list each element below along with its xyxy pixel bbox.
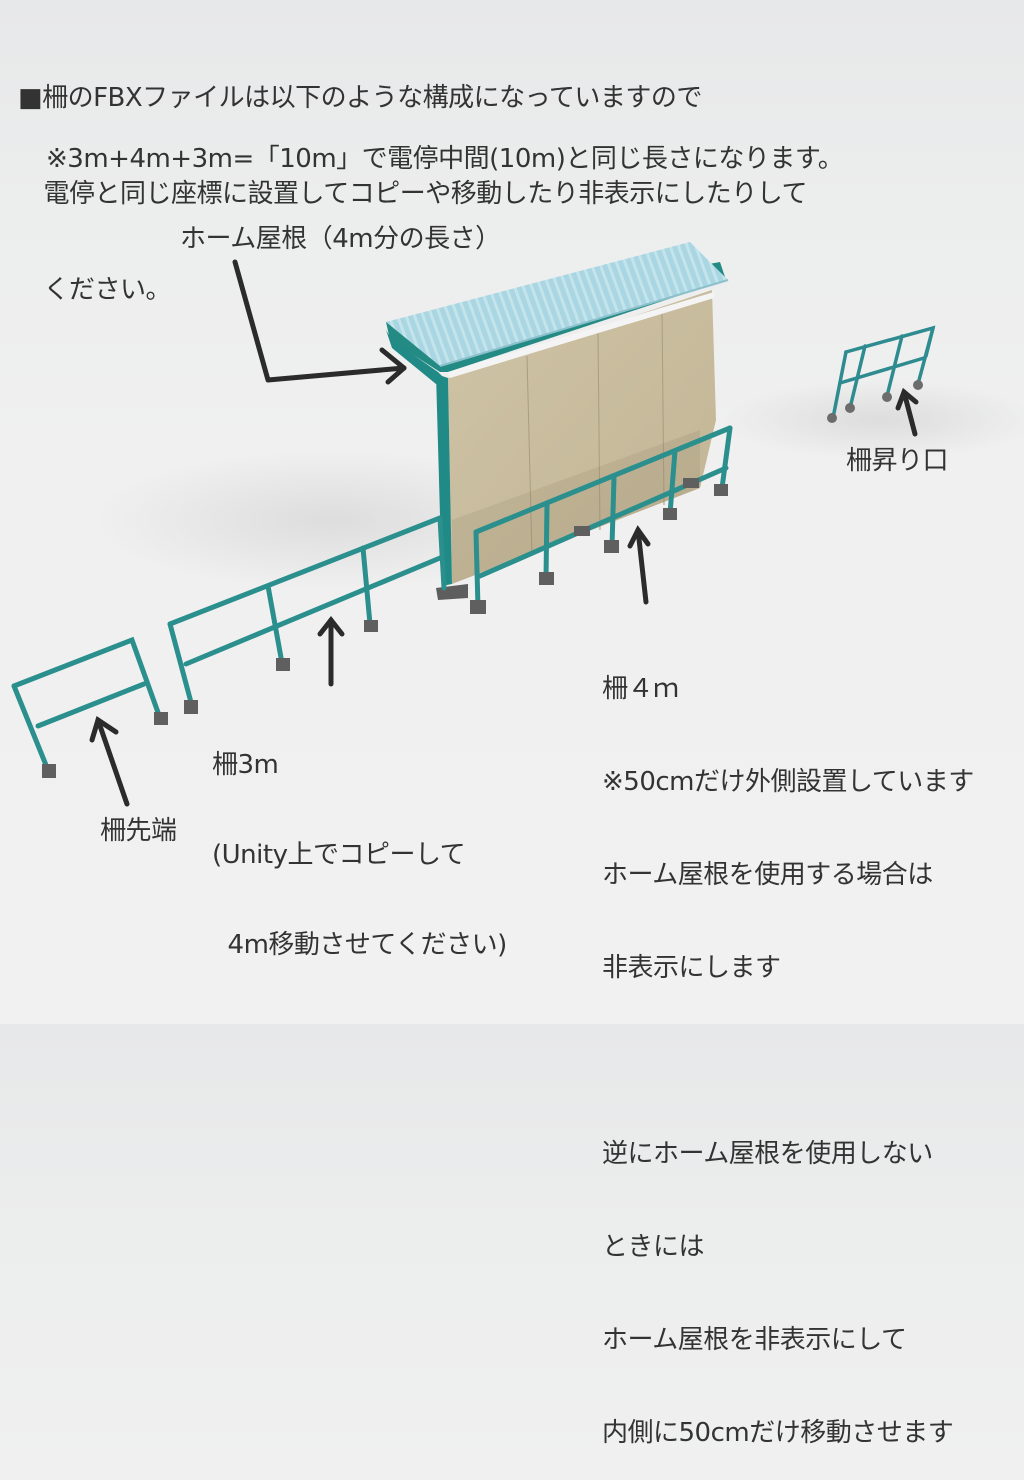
fence4m-line-4: 非表示にします xyxy=(602,953,781,983)
label-roof: ホーム屋根（4m分の長さ） xyxy=(180,224,501,254)
fence4m-line-7: ときには xyxy=(602,1232,705,1262)
fence-end-model xyxy=(11,636,163,773)
arrow-fence4m-icon xyxy=(627,525,651,605)
fence3m-line-1: 柵3m xyxy=(212,750,279,780)
fence4m-line-1: 柵４ｍ xyxy=(602,674,679,704)
platform-roof-model xyxy=(386,242,729,600)
intro-line-1: ■柵のFBXファイルは以下のような構成になっていますので xyxy=(18,83,702,113)
label-stairs: 柵昇り口 xyxy=(846,446,949,476)
scene-illustration xyxy=(11,242,1024,807)
fence-3m-model xyxy=(167,515,447,709)
fence4m-line-3: ホーム屋根を使用する場合は xyxy=(602,860,933,890)
fence-3m-bases xyxy=(184,620,378,714)
label-fence-4m: 柵４ｍ ※50cmだけ外側設置しています ホーム屋根を使用する場合は 非表示にし… xyxy=(602,612,974,1480)
length-note: ※3m+4m+3m=「10m」で電停中間(10m)と同じ長さになります。 xyxy=(46,144,844,174)
arrow-fence3m-icon xyxy=(317,615,345,687)
intro-text: ■柵のFBXファイルは以下のような構成になっていますので 電停と同じ座標に設置し… xyxy=(18,18,807,338)
fence4m-line-5 xyxy=(602,1046,974,1077)
arrow-stairs-icon xyxy=(895,387,919,437)
fence-stairs-bases xyxy=(827,380,923,423)
fence3m-line-3: 4m移動させてください) xyxy=(212,930,508,960)
fence4m-line-8: ホーム屋根を非表示にして xyxy=(602,1325,907,1355)
fence-end-bases xyxy=(42,712,168,778)
label-fence-3m: 柵3m (Unity上でコピーして 4m移動させてください) xyxy=(212,690,507,990)
arrow-fence-end-icon xyxy=(89,716,130,807)
fence-stairs-model xyxy=(831,325,936,420)
fence4m-line-2: ※50cmだけ外側設置しています xyxy=(602,767,974,797)
label-fence-end: 柵先端 xyxy=(100,816,177,846)
arrow-roof-icon xyxy=(232,259,407,385)
intro-line-2: 電停と同じ座標に設置してコピーや移動したり非表示にしたりして xyxy=(18,179,808,209)
fence4m-line-9: 内側に50cmだけ移動させます xyxy=(602,1418,954,1448)
fence4m-line-6: 逆にホーム屋根を使用しない xyxy=(602,1139,933,1169)
intro-line-3: ください。 xyxy=(18,275,172,305)
fence3m-line-2: (Unity上でコピーして xyxy=(212,840,466,870)
fence-4m-bases xyxy=(470,478,728,614)
